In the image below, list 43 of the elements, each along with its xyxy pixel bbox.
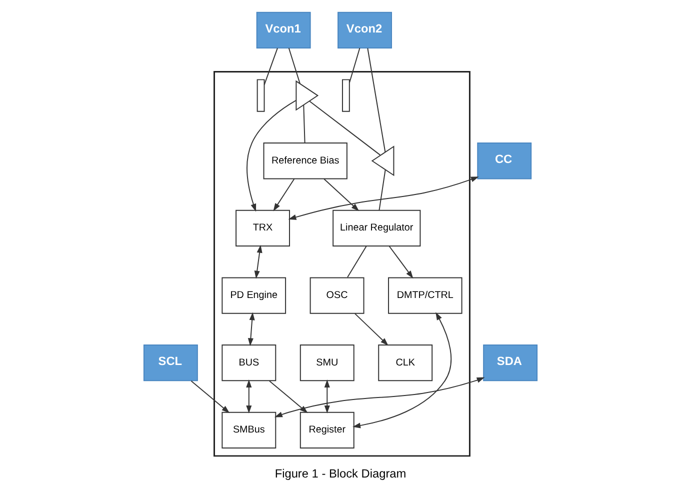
node-box: SCL [143, 344, 198, 382]
node-box: SMU [300, 344, 354, 382]
arrow [254, 244, 262, 279]
arrow [246, 380, 252, 414]
arrow [248, 312, 255, 346]
connector [367, 48, 386, 152]
node-box: Vcon2 [338, 12, 392, 48]
connector [349, 48, 360, 84]
connector [378, 169, 386, 211]
node-box: Reference Bias [263, 142, 348, 180]
node-box: TRX [236, 210, 290, 247]
arrow [324, 178, 360, 212]
connector [309, 100, 381, 156]
caption: Figure 1 - Block Diagram [274, 466, 406, 480]
arrow [288, 176, 479, 220]
arrow [354, 313, 388, 346]
node-box: Linear Regulator [332, 210, 421, 247]
arrow [324, 380, 330, 414]
node-box: BUS [222, 344, 276, 382]
arrow [388, 246, 414, 278]
node-resistor [342, 79, 350, 112]
node-box: SMBus [222, 412, 276, 448]
arrow [273, 178, 295, 212]
cluster [214, 71, 470, 457]
arrow [274, 377, 485, 418]
node-box: PD Engine [222, 277, 286, 314]
arrow [352, 312, 452, 428]
node-box: Register [300, 412, 354, 448]
connector [347, 246, 367, 278]
connector [264, 48, 278, 86]
node-box: DMTP/CTRL [388, 277, 462, 314]
node-diode [296, 80, 319, 111]
node-box: Vcon1 [256, 12, 311, 48]
connector [288, 48, 300, 84]
node-box: CC [477, 142, 532, 180]
connector [303, 104, 306, 144]
node-box: SDA [483, 344, 538, 382]
arrow [246, 100, 296, 212]
node-resistor [256, 79, 265, 112]
node-box: OSC [310, 277, 364, 314]
node-diode [371, 146, 394, 176]
node-box: CLK [378, 344, 433, 382]
arrow [190, 380, 230, 414]
